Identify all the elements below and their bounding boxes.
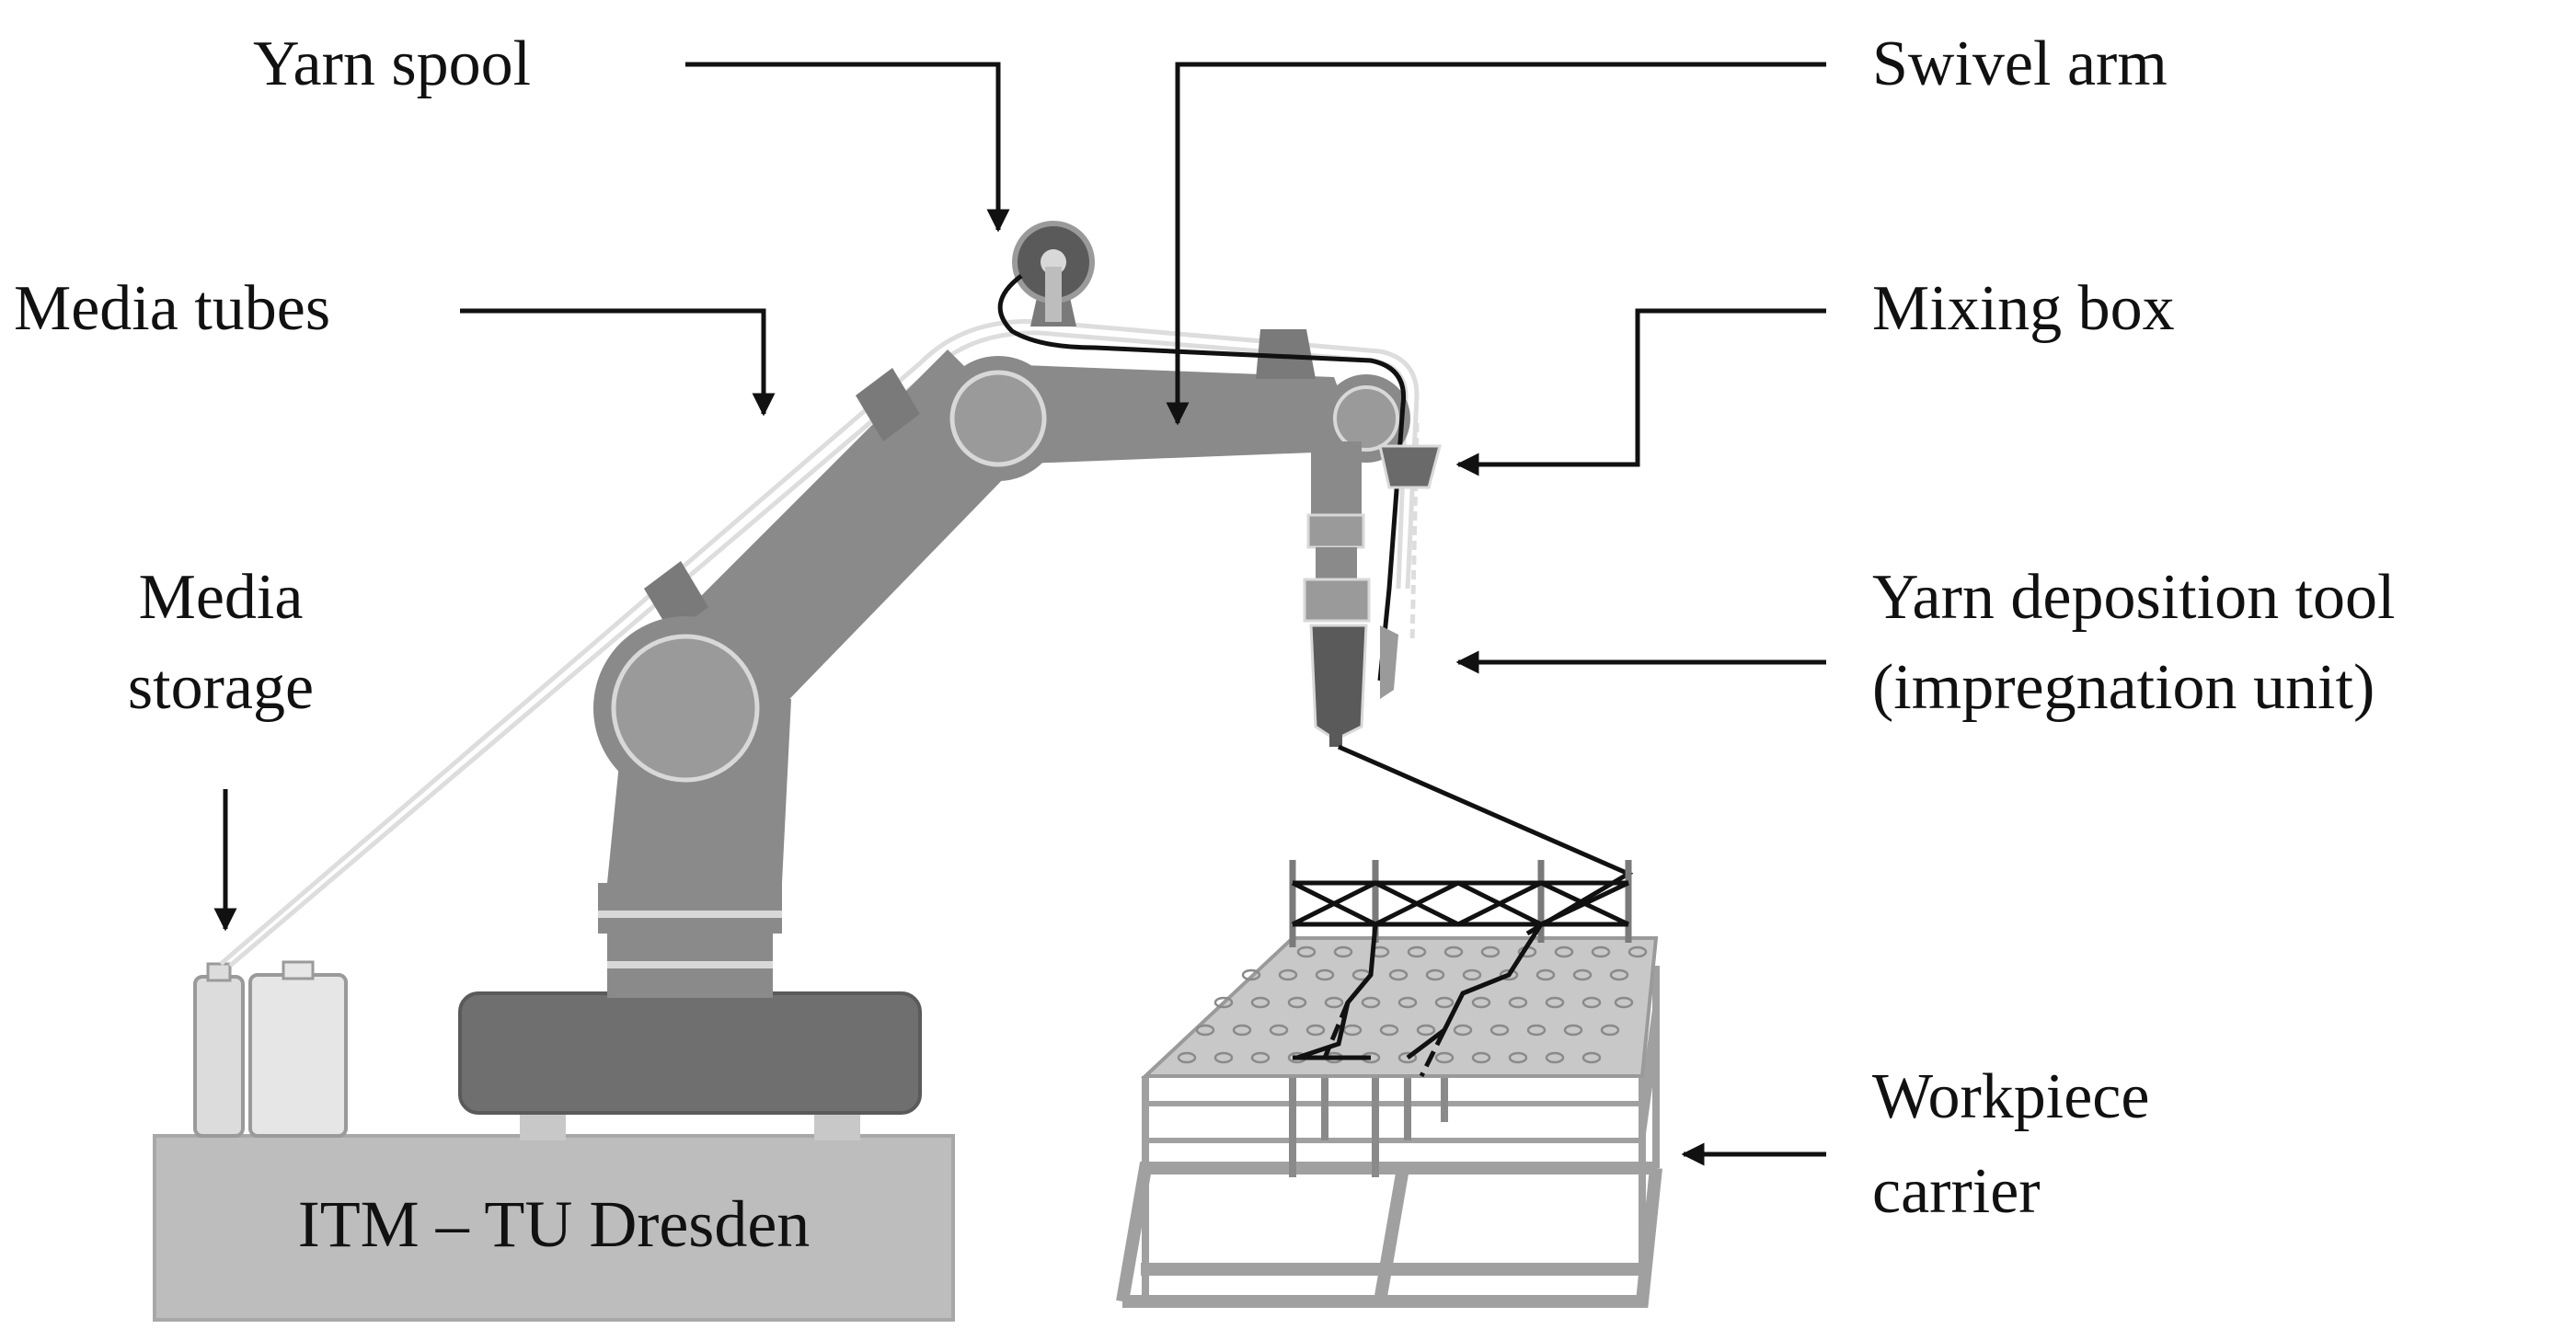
mixing-box [1378, 444, 1442, 489]
yarn-deposition-tool [1309, 624, 1398, 747]
wrist-joint [1322, 374, 1410, 463]
label-media-storage-line2: storage [128, 652, 314, 723]
arrow-media-tubes [460, 308, 776, 417]
base-label: ITM – TU Dresden [298, 1187, 811, 1261]
label-yarn-spool: Yarn spool [253, 29, 531, 99]
arrow-mixing-box [1455, 308, 1826, 476]
base-platform: ITM – TU Dresden [153, 1113, 955, 1322]
elbow-joint [936, 356, 1061, 481]
tool-column [1303, 441, 1371, 623]
label-media-tubes: Media tubes [14, 273, 330, 344]
media-storage-containers [193, 960, 348, 1138]
label-yarn-tool-line1: Yarn deposition tool [1872, 562, 2395, 633]
yarn-path [997, 274, 1407, 682]
arrow-swivel-arm [1166, 62, 1826, 426]
label-workpiece-line1: Workpiece [1872, 1061, 2149, 1132]
label-yarn-tool-line2: (impregnation unit) [1872, 652, 2375, 723]
leader-arrows [213, 62, 1826, 1166]
labels: Yarn spool Swivel arm Media tubes Mixing… [14, 29, 2395, 1227]
label-workpiece-line2: carrier [1872, 1156, 2041, 1227]
label-mixing-box: Mixing box [1872, 273, 2175, 344]
label-media-storage-line1: Media [139, 562, 304, 633]
arrow-yarn-spool [685, 62, 1010, 233]
yarn-spool [1012, 221, 1095, 327]
shoulder-joint [593, 616, 777, 800]
workpiece-carrier [1116, 860, 1662, 1308]
label-swivel-arm: Swivel arm [1872, 29, 2168, 99]
